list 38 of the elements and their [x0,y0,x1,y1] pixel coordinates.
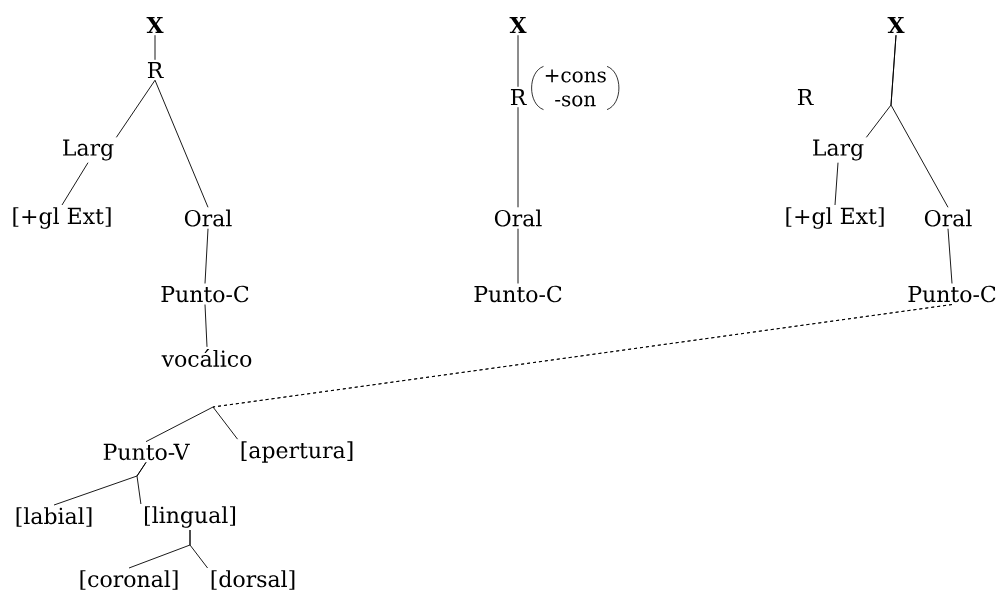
node-label: [dorsal] [211,570,295,590]
connector-line [204,228,209,284]
node-label: R [510,89,527,105]
node-label: [+gl Ext] [13,207,111,229]
node-label: [apertura] [241,441,353,463]
node-label: R [147,62,164,78]
node-label: [lingual] [145,506,235,528]
connector-line [115,79,156,138]
node-label: Oral [924,209,972,227]
connector-line [890,34,949,208]
connector-line [517,34,519,88]
node-label: [coronal] [80,570,178,590]
node-label: Oral [184,209,232,227]
node-label: X [509,17,527,33]
node-label: Punto-C [908,285,996,303]
connector-line [204,304,208,348]
connector-line [517,106,519,208]
node-label: X [146,17,164,33]
node-label: R [797,89,814,105]
connector-line [61,162,89,206]
connector-line [947,228,953,284]
node-label: Punto-C [161,285,249,303]
node-label: vocálico [161,349,252,367]
node-label: Larg [813,139,864,161]
connector-line [189,529,209,569]
feature-matrix: +cons -son [531,66,620,111]
node-label: [labial] [16,507,92,527]
node-label: Punto-V [103,443,190,461]
connector-line [154,34,156,61]
node-label: Oral [494,209,542,227]
node-label: X [887,17,905,33]
connector-line [136,461,147,505]
node-label: Larg [63,139,114,161]
node-label: [+gl Ext] [786,207,884,229]
connector-line [517,228,519,284]
connector-line [834,162,839,206]
connector-line [154,79,209,208]
node-label: Punto-C [474,285,562,303]
